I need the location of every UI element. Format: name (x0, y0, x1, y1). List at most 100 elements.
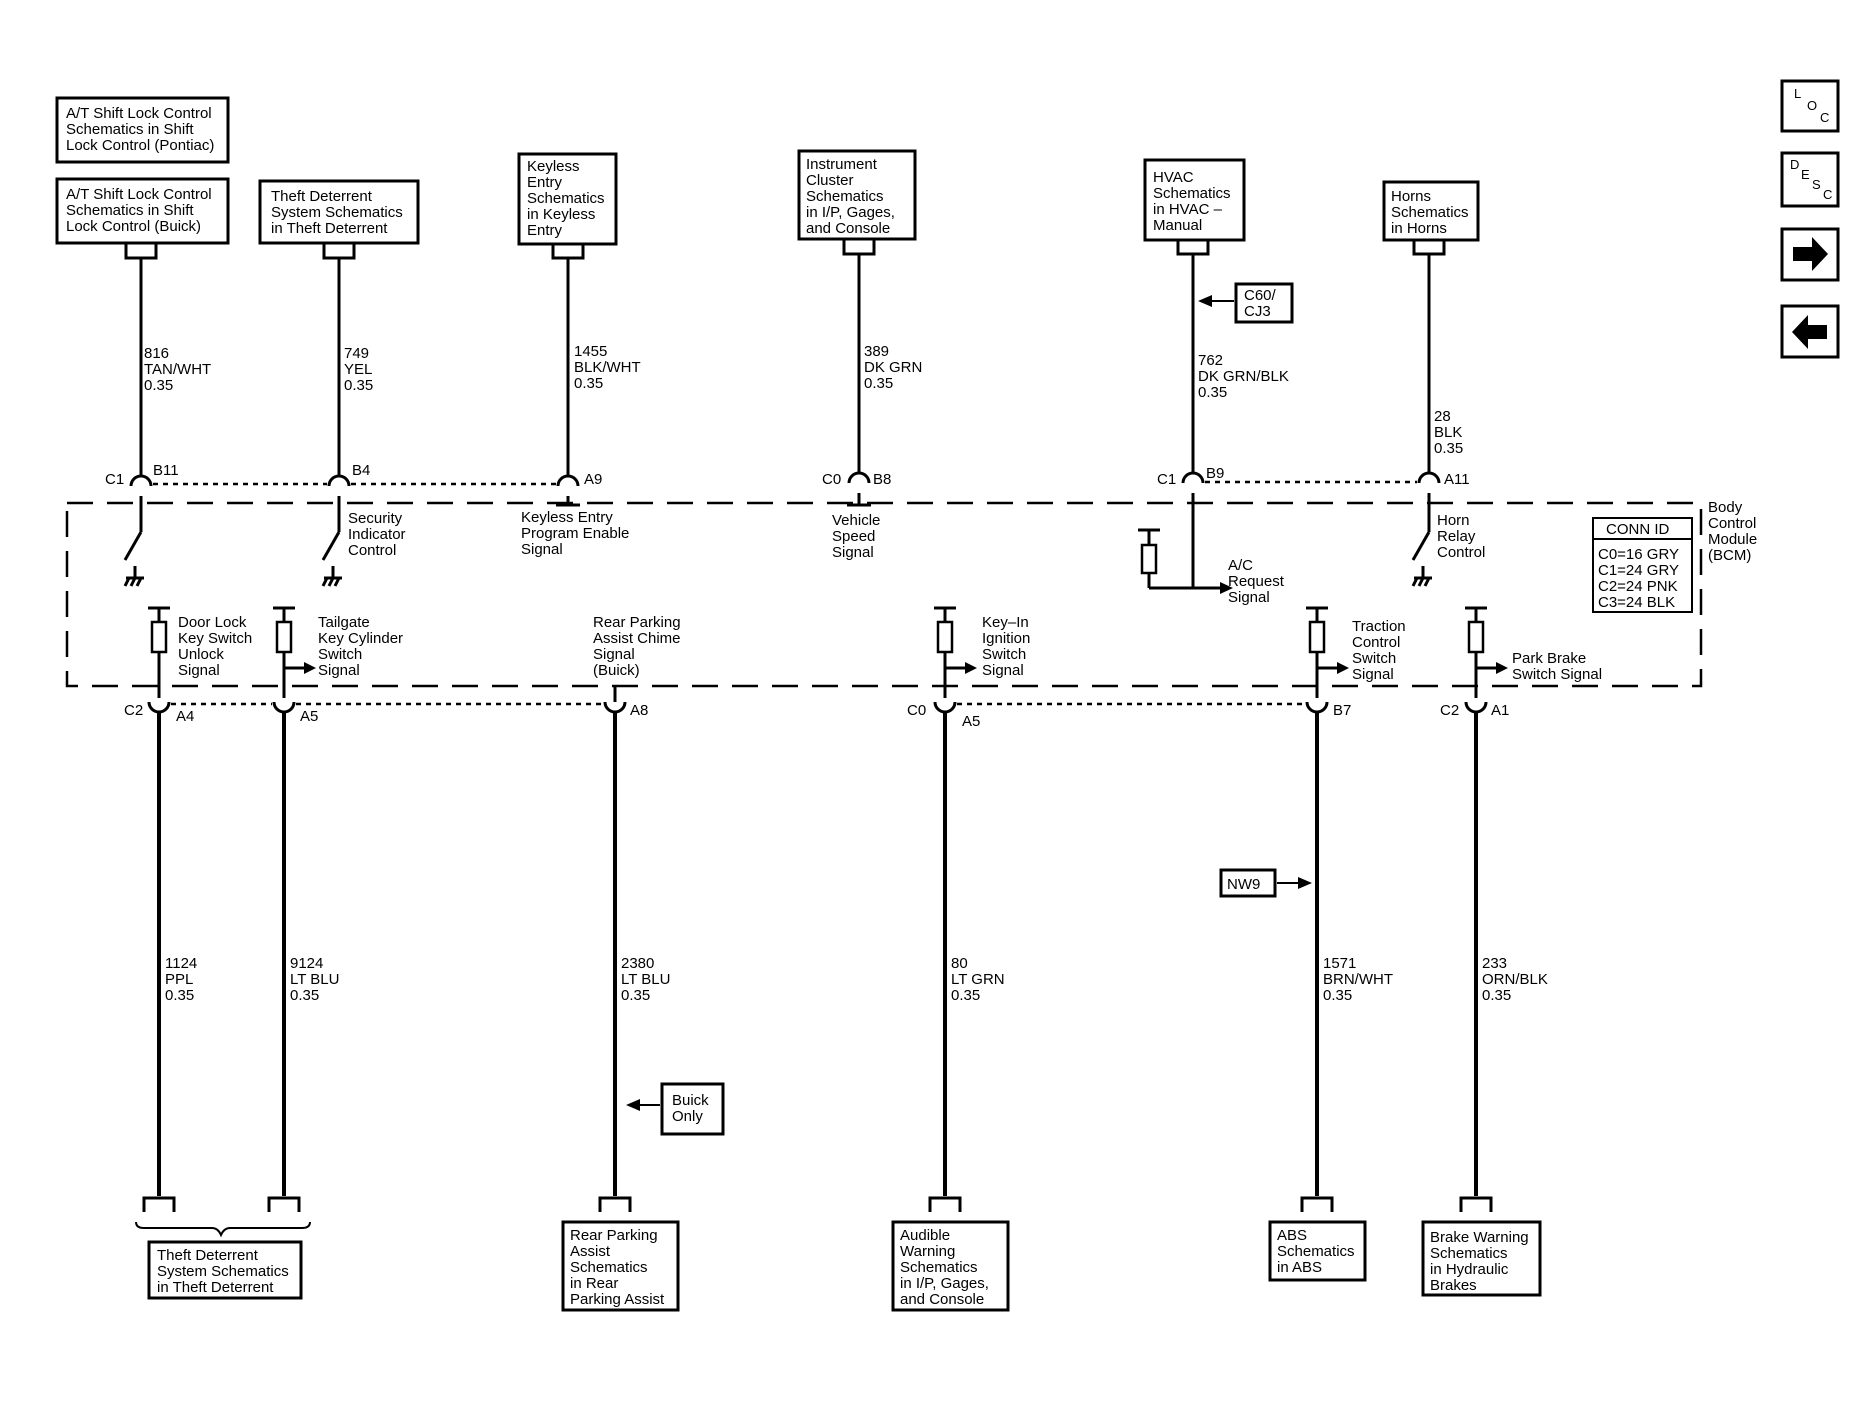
shift-lock-pontiac-box[interactable]: A/T Shift Lock Control Schematics in Shi… (55, 96, 230, 164)
wire-233-number: 233 (1482, 955, 1507, 972)
wire-1571-number: 1571 (1323, 955, 1356, 972)
wire-749-color: YEL (344, 361, 372, 378)
traction-line-3: Switch (1352, 650, 1396, 667)
keyless-prog-line-3: Signal (521, 541, 563, 558)
buick-only-option-box[interactable]: Buick Only (660, 1082, 725, 1136)
hvac-box[interactable]: HVAC Schematics in HVAC – Manual (1143, 158, 1246, 242)
wire-389-gauge: 0.35 (864, 375, 893, 392)
ac-request-line-2: Request (1228, 573, 1285, 590)
c60-cj3-option-box[interactable]: C60/ CJ3 (1234, 282, 1294, 324)
rear-parking-line-1: Rear Parking (570, 1227, 658, 1244)
park-brake-pullup (1465, 606, 1496, 698)
vehicle-speed-line-2: Speed (832, 528, 875, 545)
rear-parking-box[interactable]: Rear Parking Assist Schematics in Rear P… (561, 1220, 680, 1312)
rear-chime-line-2: Assist Chime (593, 630, 681, 647)
horns-line-3: in Horns (1391, 220, 1447, 237)
audible-warning-box[interactable]: Audible Warning Schematics in I/P, Gages… (891, 1220, 1010, 1312)
wire-80-number: 80 (951, 955, 968, 972)
next-page-button[interactable] (1780, 227, 1840, 282)
abs-box[interactable]: ABS Schematics in ABS (1268, 1220, 1367, 1282)
vehicle-speed-line-3: Signal (832, 544, 874, 561)
wire-816-number: 816 (144, 345, 169, 362)
pin-c1-label: C1 (105, 471, 124, 488)
key-in-pullup (934, 606, 965, 698)
arrow-right-icon (1337, 662, 1349, 674)
rear-parking-line-2: Assist (570, 1243, 611, 1260)
previous-page-button[interactable] (1780, 304, 1840, 359)
wire-389-color: DK GRN (864, 359, 922, 376)
theft-deterrent-top-box[interactable]: Theft Deterrent System Schematics in The… (258, 179, 420, 245)
ac-request-line-1: A/C (1228, 557, 1253, 574)
wire-1455-gauge: 0.35 (574, 375, 603, 392)
keyless-line-5: Entry (527, 222, 563, 239)
nw9-option-box[interactable]: NW9 (1219, 868, 1277, 898)
bcm-label-line-1: Body (1708, 499, 1743, 516)
arrow-right-icon (1298, 877, 1312, 889)
keyless-line-4: in Keyless (527, 206, 595, 223)
horn-relay-line-2: Relay (1437, 528, 1476, 545)
top-pin-connectors (129, 471, 1441, 487)
keyless-prog-line-1: Keyless Entry (521, 509, 613, 526)
hvac-line-1: HVAC (1153, 169, 1194, 186)
instrument-line-2: Cluster (806, 172, 854, 189)
key-in-line-2: Ignition (982, 630, 1030, 647)
theft-top-line-2: System Schematics (271, 204, 403, 221)
traction-line-4: Signal (1352, 666, 1394, 683)
theft-bottom-line-2: System Schematics (157, 1263, 289, 1280)
instrument-line-1: Instrument (806, 156, 878, 173)
pin-a11-label: A11 (1444, 471, 1470, 488)
loc-button[interactable]: L O C (1780, 79, 1840, 133)
wire-816-label: 816 TAN/WHT 0.35 (144, 345, 211, 394)
pin-c2-lower-label: C2 (1440, 702, 1459, 719)
brake-warning-box[interactable]: Brake Warning Schematics in Hydraulic Br… (1421, 1220, 1542, 1297)
wire-389-label: 389 DK GRN 0.35 (864, 343, 922, 392)
theft-top-line-1: Theft Deterrent (271, 188, 373, 205)
desc-button[interactable]: D E S C (1780, 151, 1840, 208)
top-wires (139, 268, 1431, 475)
shift-lock-pontiac-line-1: A/T Shift Lock Control (66, 105, 212, 122)
abs-line-3: in ABS (1277, 1259, 1322, 1276)
pin-c1-b9-connector-label: C1 (1157, 471, 1176, 488)
wire-816-gauge: 0.35 (144, 377, 173, 394)
keyless-line-1: Keyless (527, 158, 580, 175)
desc-letter-d: D (1790, 157, 1799, 172)
wire-749-gauge: 0.35 (344, 377, 373, 394)
pin-a9-label: A9 (584, 471, 602, 488)
door-lock-line-2: Key Switch (178, 630, 252, 647)
pin-a5-lower-label: A5 (962, 713, 980, 730)
tailgate-line-4: Signal (318, 662, 360, 679)
instrument-cluster-box[interactable]: Instrument Cluster Schematics in I/P, Ga… (797, 149, 917, 241)
vehicle-speed-terminal (847, 493, 871, 507)
tailgate-line-1: Tailgate (318, 614, 370, 631)
arrow-right-icon (1220, 582, 1233, 594)
rear-parking-line-5: Parking Assist (570, 1291, 665, 1308)
bcm-module-outline (65, 501, 1703, 688)
shift-lock-buick-box[interactable]: A/T Shift Lock Control Schematics in Shi… (55, 177, 230, 245)
key-in-line-1: Key–In (982, 614, 1029, 631)
hvac-line-3: in HVAC – (1153, 201, 1223, 218)
hvac-line-2: Schematics (1153, 185, 1231, 202)
horns-line-2: Schematics (1391, 204, 1469, 221)
shift-lock-pontiac-line-2: Schematics in Shift (66, 121, 194, 138)
wire-9124-label: 9124 LT BLU 0.35 (290, 955, 339, 1004)
brake-line-4: Brakes (1430, 1277, 1477, 1294)
door-lock-line-4: Signal (178, 662, 220, 679)
wire-389-number: 389 (864, 343, 889, 360)
hvac-line-4: Manual (1153, 217, 1202, 234)
pin-c2-label: C2 (124, 702, 143, 719)
vehicle-speed-line-1: Vehicle (832, 512, 880, 529)
desc-letter-c: C (1823, 187, 1832, 202)
wire-762-number: 762 (1198, 352, 1223, 369)
door-lock-line-1: Door Lock (178, 614, 247, 631)
arrow-right-icon (1496, 662, 1508, 674)
wire-28-number: 28 (1434, 408, 1451, 425)
loc-letter-l: L (1794, 86, 1801, 101)
instrument-line-5: and Console (806, 220, 890, 237)
keyless-terminal (556, 496, 580, 507)
arrow-left-icon (626, 1099, 640, 1111)
shift-lock-buick-line-3: Lock Control (Buick) (66, 218, 201, 235)
horns-box[interactable]: Horns Schematics in Horns (1382, 180, 1480, 242)
keyless-entry-box[interactable]: Keyless Entry Schematics in Keyless Entr… (517, 152, 618, 246)
theft-deterrent-bottom-box[interactable]: Theft Deterrent System Schematics in The… (147, 1240, 303, 1300)
